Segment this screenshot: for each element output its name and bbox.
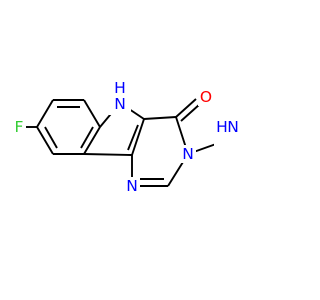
- atom-layer: H N O N H N N F: [12, 79, 240, 195]
- atom-n-amino: H N: [214, 118, 240, 150]
- atom-label-nh-h: H: [114, 79, 126, 97]
- bond-c5a-c9a-inner: [80, 126, 94, 149]
- bond-c9b-c9a: [83, 153, 133, 156]
- atom-label-n1: N: [126, 177, 138, 195]
- bond-c5a-c6: [83, 99, 101, 128]
- bond-c4a-c4: [143, 116, 177, 120]
- atom-label-amino-n: N: [227, 118, 239, 136]
- bond-c4-o-b: [180, 103, 201, 122]
- bond-c7-c8: [36, 99, 54, 128]
- atom-label-nh-n: N: [114, 95, 126, 113]
- bond-c4-o-a: [175, 98, 197, 118]
- atom-label-f: F: [15, 118, 24, 136]
- atom-n3: N: [180, 145, 196, 163]
- atom-label-amino-h: H: [216, 118, 228, 136]
- atom-label-n3: N: [182, 145, 194, 163]
- atom-label-o: O: [200, 88, 212, 106]
- bond-c8-c9-b: [44, 126, 58, 149]
- molecule-structure: H N O N H N N F: [12, 79, 240, 195]
- bond-c4a-c9b-a: [131, 118, 145, 156]
- bond-c9a-c5a: [83, 126, 101, 155]
- atom-carbonyl-o: O: [198, 88, 214, 106]
- atom-nh-ring: H N: [109, 79, 131, 115]
- bond-c8-c9-a: [36, 126, 54, 155]
- atom-fluorine: F: [12, 118, 26, 136]
- atom-n1: N: [124, 177, 140, 195]
- bond-c4a-c9b-b: [127, 124, 139, 151]
